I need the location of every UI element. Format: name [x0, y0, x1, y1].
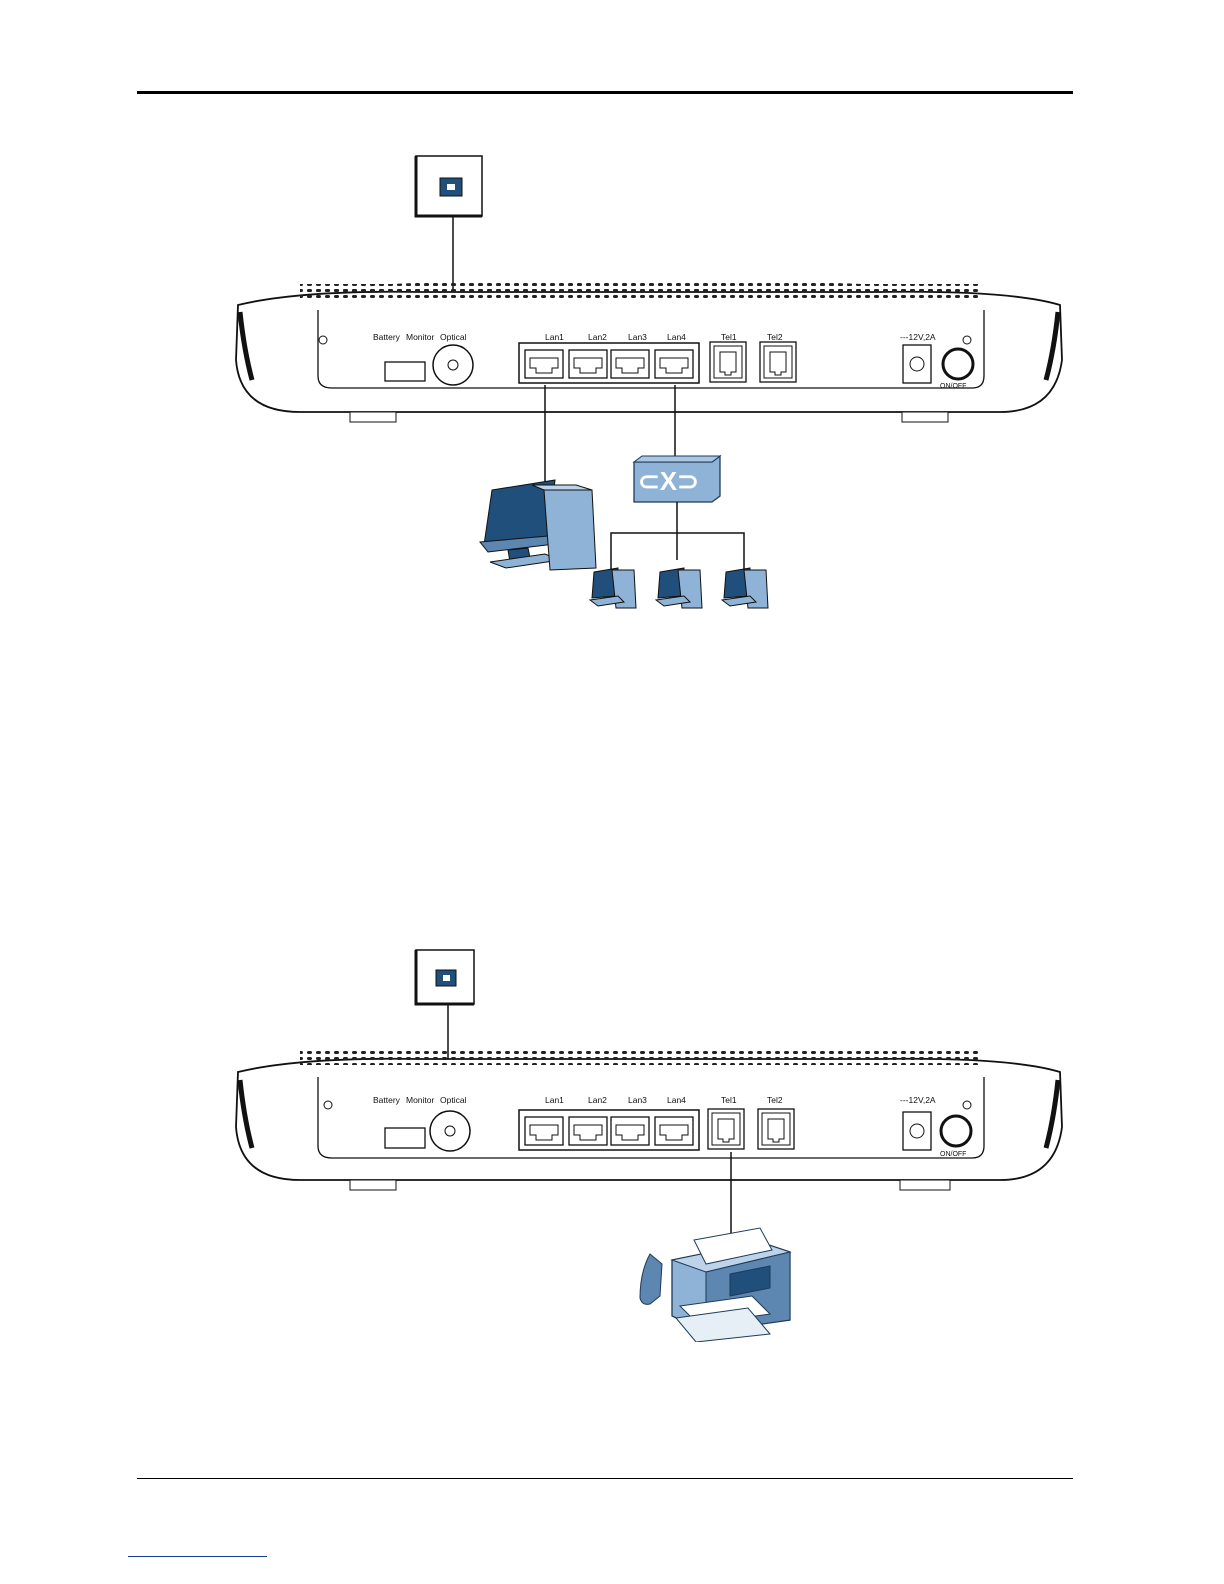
- power-button: [943, 349, 973, 379]
- tel1-port: [708, 1109, 744, 1149]
- optical-socket-icon: [416, 156, 482, 216]
- label-lan2: Lan2: [588, 1095, 607, 1105]
- pc-icon: [480, 480, 596, 570]
- tel2-port: [760, 342, 796, 382]
- label-battery: Battery: [373, 1095, 401, 1105]
- lan2-port: [569, 1117, 607, 1145]
- label-lan2: Lan2: [588, 332, 607, 342]
- lan1-port: [525, 1117, 563, 1145]
- footer-link-underline: [128, 1556, 267, 1557]
- label-tel2: Tel2: [767, 1095, 783, 1105]
- tel-connection-diagram: Battery Monitor Optical Lan1 Lan2 Lan3 L…: [0, 912, 1224, 1342]
- optical-port: [430, 1111, 470, 1151]
- label-onoff: ON/OFF: [940, 1151, 966, 1158]
- label-battery: Battery: [373, 332, 401, 342]
- optical-socket-icon: [416, 950, 474, 1004]
- pc-icon: [590, 568, 636, 608]
- label-tel1: Tel1: [721, 332, 737, 342]
- battery-monitor-port: [385, 1128, 425, 1148]
- lan1-port: [525, 350, 563, 378]
- label-monitor: Monitor: [406, 1095, 435, 1105]
- svg-text:⊂X⊃: ⊂X⊃: [638, 466, 699, 496]
- label-lan3: Lan3: [628, 332, 647, 342]
- router-rear-panel: Battery Monitor Optical Lan1 Lan2 Lan3 L…: [236, 1051, 1062, 1190]
- label-power: ---12V,2A: [900, 1095, 936, 1105]
- label-lan1: Lan1: [545, 332, 564, 342]
- pc-icon: [722, 568, 768, 608]
- tel2-port: [758, 1109, 794, 1149]
- battery-monitor-port: [385, 362, 425, 381]
- optical-port: [433, 345, 473, 385]
- footer-rule: [137, 1478, 1073, 1479]
- power-button: [941, 1116, 971, 1146]
- switch-icon: ⊂X⊃: [634, 456, 720, 502]
- lan4-port: [655, 350, 693, 378]
- label-optical: Optical: [440, 1095, 467, 1105]
- pc-icon: [656, 568, 702, 608]
- label-onoff: ON/OFF: [940, 383, 966, 390]
- label-lan3: Lan3: [628, 1095, 647, 1105]
- label-lan4: Lan4: [667, 332, 686, 342]
- lan3-port: [611, 350, 649, 378]
- tel1-port: [710, 342, 746, 382]
- label-tel2: Tel2: [767, 332, 783, 342]
- lan3-port: [611, 1117, 649, 1145]
- label-optical: Optical: [440, 332, 467, 342]
- router-rear-panel: Battery Monitor Optical Lan1 Lan2 Lan3 L…: [236, 280, 1062, 422]
- lan-connection-diagram: Battery Monitor Optical Lan1 Lan2 Lan3 L…: [0, 150, 1224, 620]
- label-tel1: Tel1: [721, 1095, 737, 1105]
- fax-icon: [640, 1228, 790, 1342]
- power-jack: [903, 1112, 931, 1150]
- label-lan1: Lan1: [545, 1095, 564, 1105]
- power-jack: [903, 345, 931, 383]
- lan4-port: [655, 1117, 693, 1145]
- label-lan4: Lan4: [667, 1095, 686, 1105]
- label-monitor: Monitor: [406, 332, 435, 342]
- label-power: ---12V,2A: [900, 332, 936, 342]
- lan2-port: [569, 350, 607, 378]
- header-rule: [137, 91, 1073, 94]
